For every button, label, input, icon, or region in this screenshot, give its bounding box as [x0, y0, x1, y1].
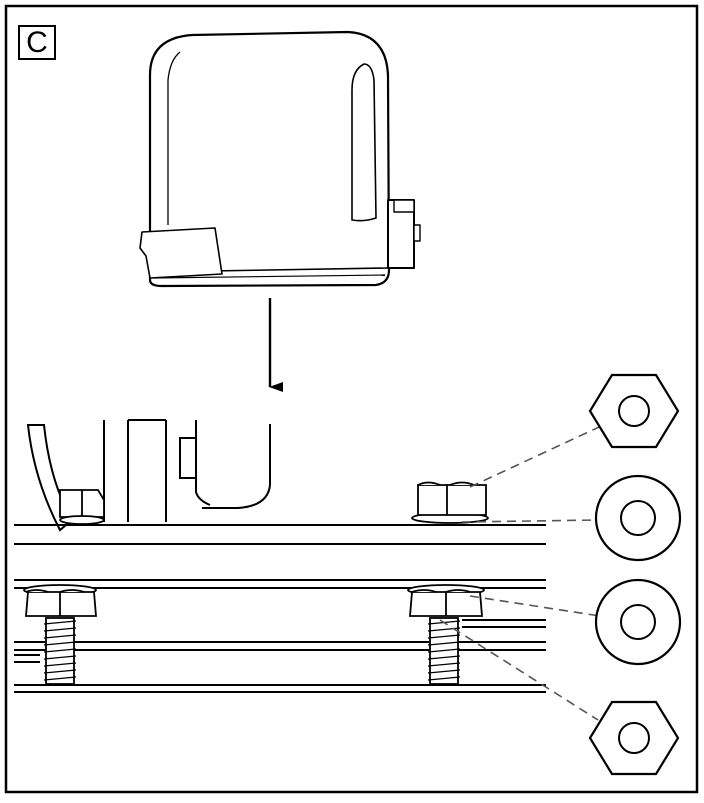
leader-line-4: [439, 619, 599, 721]
bolt-right: [407, 584, 485, 685]
motor-unit: [139, 30, 421, 288]
bolt-left-thread: [43, 620, 77, 681]
motor-label-sticker: [139, 227, 223, 279]
motor-side-tab: [413, 224, 421, 242]
callout-washer-lower: [594, 578, 682, 666]
callout-hex-nut-top: [588, 373, 680, 449]
plate-nut-left: [59, 489, 105, 525]
bolt-right-thread: [427, 620, 461, 681]
leader-line-2: [461, 519, 601, 523]
flat-washer-hole: [620, 604, 656, 640]
lower-plates: [14, 579, 546, 693]
leader-lines: [439, 420, 613, 721]
callout-hex-nut-bottom: [588, 700, 680, 776]
base-clamp: [179, 420, 211, 506]
base-center-block: [127, 419, 167, 522]
motor-housing: [148, 30, 391, 288]
top-plate: [14, 524, 546, 545]
leader-line-1: [469, 420, 613, 488]
bolt-left: [23, 584, 97, 685]
motor-side-connector-cap: [393, 199, 415, 213]
plate-nut-right: [411, 481, 489, 524]
leader-line-3: [469, 595, 601, 617]
motor-right-panel: [351, 63, 377, 222]
base-socket-wall: [202, 424, 271, 509]
panel-label: C: [18, 25, 56, 60]
hex-nut-hole: [618, 395, 650, 427]
motor-housing-rim: [152, 274, 386, 279]
motor-left-highlight: [167, 51, 181, 225]
parts-callout: [588, 373, 682, 776]
hex-nut-hole: [618, 722, 650, 754]
flat-washer-hole: [620, 500, 656, 536]
callout-washer-upper: [594, 474, 682, 562]
